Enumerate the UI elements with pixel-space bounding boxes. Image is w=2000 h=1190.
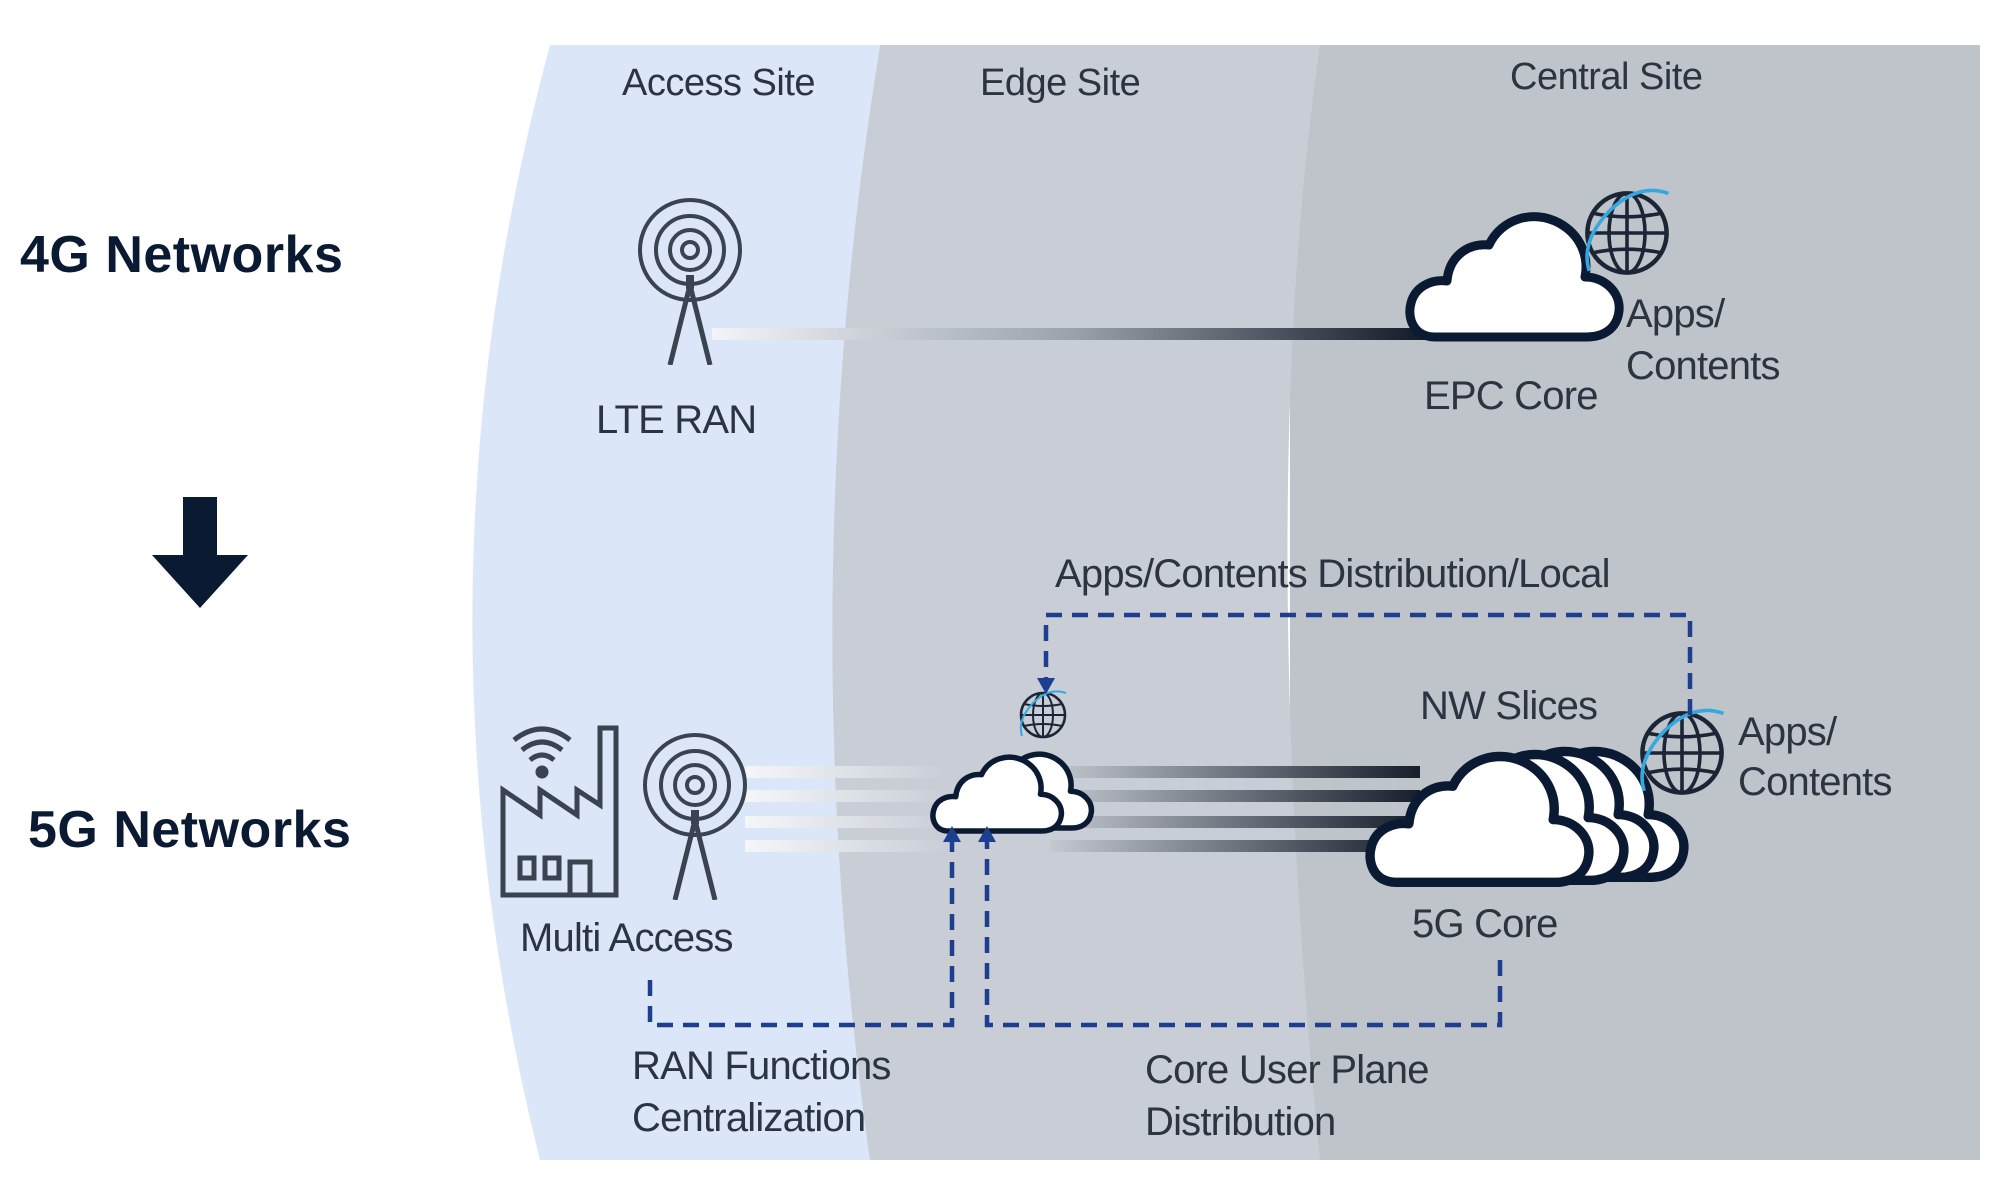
apps-5g-line1: Apps/ xyxy=(1738,710,1837,754)
epc-core-label: EPC Core xyxy=(1424,374,1598,418)
apps-4g-line1: Apps/ xyxy=(1626,292,1725,336)
factory-icon xyxy=(500,725,619,898)
arrow-down-to-edge-globe xyxy=(1037,678,1055,694)
apps-4g-line2: Contents xyxy=(1626,344,1781,388)
ran-centralization-line2: Centralization xyxy=(632,1096,866,1140)
arrow-up-ran xyxy=(943,826,961,842)
lte-ran-label: LTE RAN xyxy=(596,398,757,442)
dashed-paths xyxy=(647,612,1693,1028)
arrow-up-upf xyxy=(978,826,996,842)
edge-zone xyxy=(829,45,1320,1160)
multi-access-label: Multi Access xyxy=(520,916,733,960)
ran-centralization-line1: RAN Functions xyxy=(632,1044,891,1088)
evolution-arrow-icon xyxy=(152,497,248,608)
access-site-label: Access Site xyxy=(622,62,816,104)
upf-distribution-line1: Core User Plane xyxy=(1145,1048,1429,1092)
site-zones xyxy=(472,45,1980,1160)
edge-site-label: Edge Site xyxy=(980,62,1141,104)
distribution-label: Apps/Contents Distribution/Local xyxy=(1055,552,1611,596)
upf-distribution-line2: Distribution xyxy=(1145,1100,1336,1144)
5g-core-links xyxy=(1050,766,1420,852)
nw-slices-label: NW Slices xyxy=(1420,684,1598,728)
upf-distribution-path xyxy=(984,840,1503,1028)
ran-centralization-path xyxy=(647,840,955,1028)
access-zone xyxy=(472,45,880,1160)
apps-5g-line2: Contents xyxy=(1738,760,1893,804)
lte-backhaul-link xyxy=(712,328,1432,340)
central-zone xyxy=(1290,45,1980,1160)
central-site-label: Central Site xyxy=(1510,56,1703,98)
5g-networks-label: 5G Networks xyxy=(28,801,352,859)
apps-distribution-path xyxy=(1043,612,1693,715)
5g-access-links xyxy=(745,766,945,852)
5g-core-label: 5G Core xyxy=(1412,902,1558,946)
4g-networks-label: 4G Networks xyxy=(20,226,344,284)
arrowheads xyxy=(943,678,1055,842)
